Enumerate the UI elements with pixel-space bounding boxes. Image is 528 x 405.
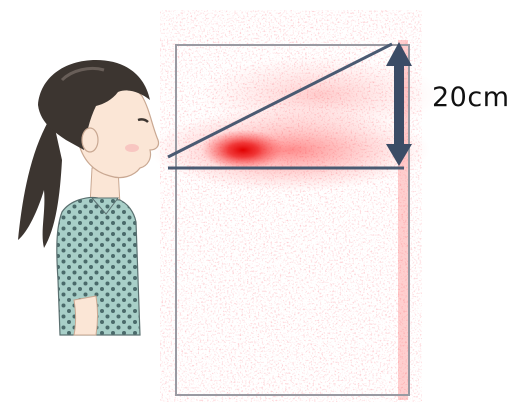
girl-profile-illustration [18,60,159,335]
gaze-hotspot [201,130,285,170]
polka-dot-shirt [57,198,140,335]
measurement-label: 20cm [432,84,510,111]
